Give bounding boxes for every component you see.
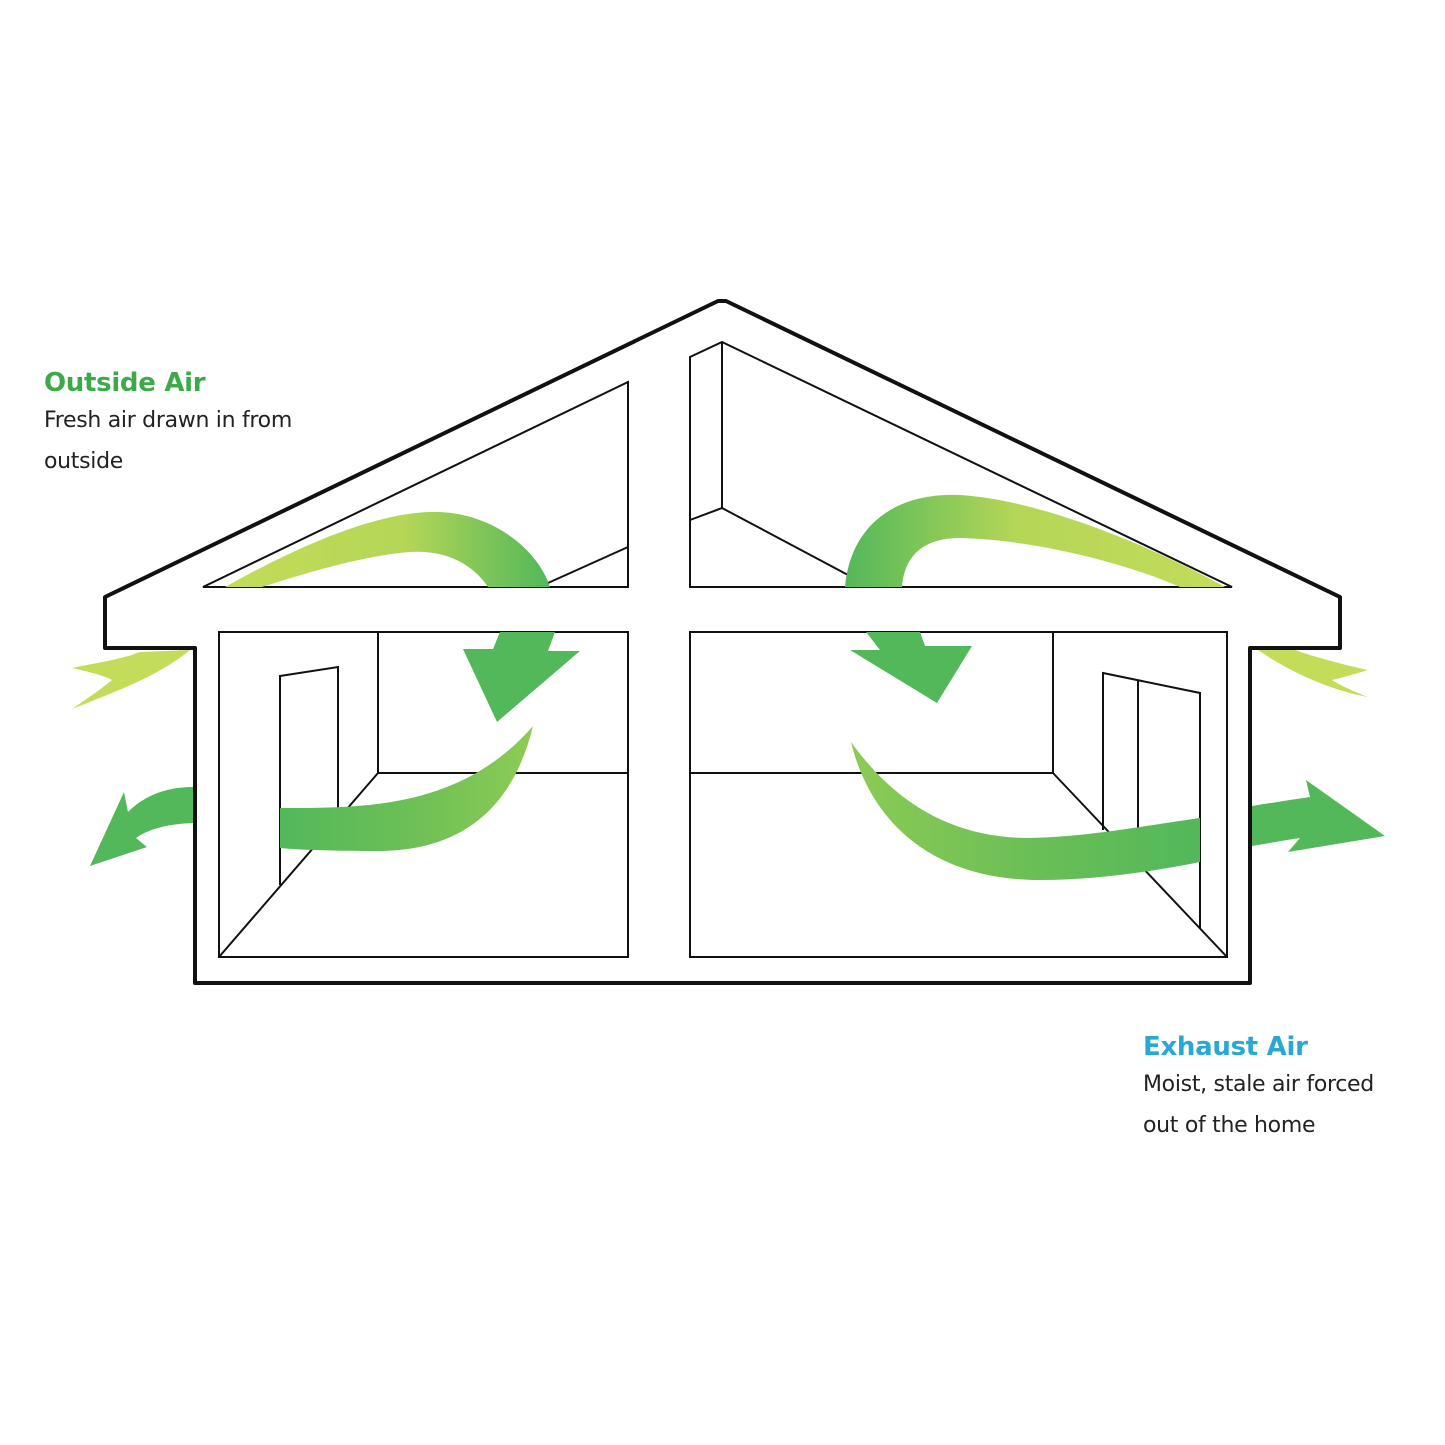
exhaust-air-outlet-left-icon	[90, 787, 193, 866]
outside-air-label: Outside Air Fresh air drawn in from outs…	[44, 368, 292, 482]
outside-air-inlet-right-icon	[1258, 650, 1368, 697]
right-attic-airflow-arrow	[845, 494, 1225, 587]
outside-air-description-line1: Fresh air drawn in from	[44, 408, 292, 433]
outside-air-description-line2: outside	[44, 449, 124, 474]
exhaust-air-title: Exhaust Air	[1143, 1032, 1308, 1062]
right-door	[1102, 671, 1201, 928]
right-room	[689, 631, 1228, 958]
left-attic-line	[547, 546, 629, 584]
left-room-airflow-arrow	[280, 726, 533, 851]
outside-air-inlet-left-icon	[72, 650, 190, 709]
left-door	[279, 665, 339, 885]
exhaust-air-outlet-right-icon	[1252, 780, 1385, 852]
right-down-arrow-icon	[850, 632, 972, 703]
left-down-arrow-icon	[463, 632, 580, 722]
left-attic-airflow-arrow	[225, 511, 550, 587]
left-attic	[202, 380, 629, 588]
exhaust-air-description-line1: Moist, stale air forced	[1143, 1072, 1374, 1097]
right-room-airflow-body	[851, 742, 1200, 880]
left-room	[218, 631, 629, 958]
exhaust-air-label: Exhaust Air Moist, stale air forced out …	[1143, 1032, 1374, 1146]
right-attic-wall	[689, 342, 849, 576]
exhaust-air-description-line2: out of the home	[1143, 1113, 1316, 1138]
outside-air-title: Outside Air	[44, 368, 206, 398]
